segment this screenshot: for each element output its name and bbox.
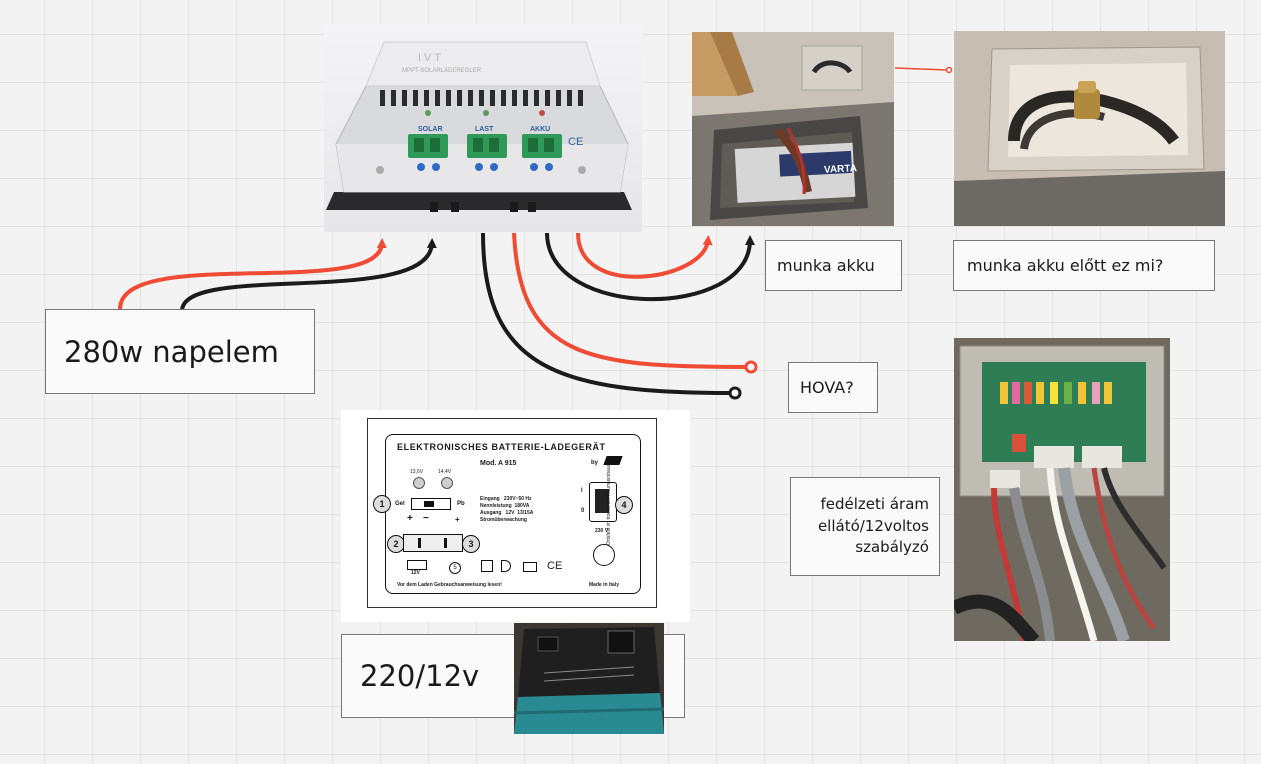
gel-pb-switch: [411, 498, 451, 510]
before-battery-label: munka akku előtt ez mi?: [967, 256, 1164, 275]
minus-sign: −: [423, 513, 429, 524]
terminal-strip: [403, 534, 463, 552]
controller-brand: IVT: [418, 52, 445, 64]
pb-label: Pb: [457, 501, 465, 507]
nameplate-inner: [385, 434, 641, 594]
before-battery-box[interactable]: munka akku előtt ez mi?: [953, 240, 1215, 291]
port-label-solar: SOLAR: [418, 126, 443, 133]
battery-brand: VARTA: [823, 163, 858, 176]
battery-red-wire: [576, 232, 713, 279]
work-battery-image: [692, 32, 894, 226]
switch-on-label: I: [581, 488, 583, 494]
controller-ce-mark: CE: [568, 136, 584, 148]
charger-nameplate-photo[interactable]: ELEKTRONISCHES BATTERIE-LADEGERÄT Mod. A…: [341, 410, 690, 622]
power-switch: [589, 482, 617, 522]
lamp-1: [413, 477, 425, 489]
spec-line-3: Ausgang 12V 13/15A: [480, 510, 534, 516]
footer-right: Made in Italy: [589, 582, 620, 588]
nameplate-title: ELEKTRONISCHES BATTERIE-LADEGERÄT: [397, 442, 606, 452]
load-black-wire-end: [728, 386, 742, 400]
work-battery-label: munka akku: [777, 256, 875, 275]
callout-1: 1: [373, 495, 391, 513]
voltage-2: 14,4V: [438, 469, 452, 475]
work-battery-box[interactable]: munka akku: [765, 240, 902, 291]
spec-line-4: Stromüberwachung: [480, 517, 527, 523]
port-label-last: LAST: [475, 126, 494, 133]
switch-off-label: 0: [581, 508, 585, 514]
footer-left: Vor dem Laden Gebrauchsanweisung lesen!: [397, 582, 502, 588]
switch-voltage: 230 V: [595, 528, 609, 534]
unknown-part-photo[interactable]: [954, 31, 1225, 226]
nameplate-border: [367, 418, 657, 608]
work-battery-photo[interactable]: VARTA: [692, 32, 894, 226]
thermal-symbol: [523, 562, 537, 572]
unknown-part-image: [954, 31, 1225, 226]
battery-symbol: [407, 560, 427, 570]
callout-3-number: 3: [468, 539, 474, 549]
callout-1-number: 1: [379, 499, 385, 509]
photo-connector-line: [894, 67, 949, 71]
charger-photo[interactable]: [514, 623, 664, 734]
onboard-regulator-box[interactable]: fedélzeti áram ellátó/12voltos szabályzó: [790, 477, 940, 576]
plate-ce-mark: CE: [547, 560, 563, 572]
lamp-2: [441, 477, 453, 489]
side-text: Ortsfest im trockenen Raum einbauen: [606, 460, 612, 546]
callout-5: 5: [449, 562, 461, 574]
battery-black-wire: [545, 232, 755, 302]
solar-panel-label: 280w napelem: [64, 334, 279, 369]
solar-panel-box[interactable]: 280w napelem: [45, 309, 315, 394]
solar-controller-photo[interactable]: IVT MPPT-SOLARLADEREGLER SOLAR LAST AKKU…: [324, 24, 642, 232]
solar-controller-image: [326, 41, 632, 212]
where-question-box[interactable]: HOVA?: [788, 362, 878, 413]
callout-5-number: 5: [453, 565, 457, 571]
load-black-wire: [481, 232, 733, 395]
nameplate-model: Mod. A 915: [480, 460, 517, 467]
voltage-1: 13,6V: [410, 469, 424, 475]
callout-2-number: 2: [393, 539, 399, 549]
spec-line-2: Nennleistung 180VA: [480, 503, 530, 509]
callout-4: 4: [615, 496, 633, 514]
fuse-symbol: [481, 560, 493, 572]
spec-line-1: Eingang 230V~50 Hz: [480, 496, 532, 502]
onboard-regulator-photo[interactable]: [954, 338, 1170, 641]
load-red-wire: [512, 232, 749, 369]
gel-label: Gel: [395, 501, 405, 507]
diode-symbol: [501, 560, 511, 572]
plus-sign-1: +: [407, 513, 413, 524]
plus-sign-2: +: [455, 515, 460, 524]
nameplate-by: by: [591, 460, 599, 466]
charger-image: [514, 623, 664, 734]
solar-red-wire: [118, 238, 387, 310]
photo-connector-dot: [945, 66, 953, 74]
load-red-wire-end: [744, 360, 758, 374]
callout-3: 3: [462, 535, 480, 553]
solar-black-wire: [180, 238, 437, 312]
onboard-regulator-label: fedélzeti áram ellátó/12voltos szabályzó: [817, 494, 929, 557]
controller-subtitle: MPPT-SOLARLADEREGLER: [402, 68, 482, 74]
port-label-akku: AKKU: [530, 126, 551, 133]
battery-voltage: 12V: [411, 570, 420, 576]
where-question-label: HOVA?: [800, 378, 854, 397]
mains-socket: [593, 544, 615, 566]
onboard-regulator-image: [954, 338, 1170, 641]
callout-4-number: 4: [621, 500, 627, 510]
charger-label: 220/12v: [360, 659, 480, 693]
